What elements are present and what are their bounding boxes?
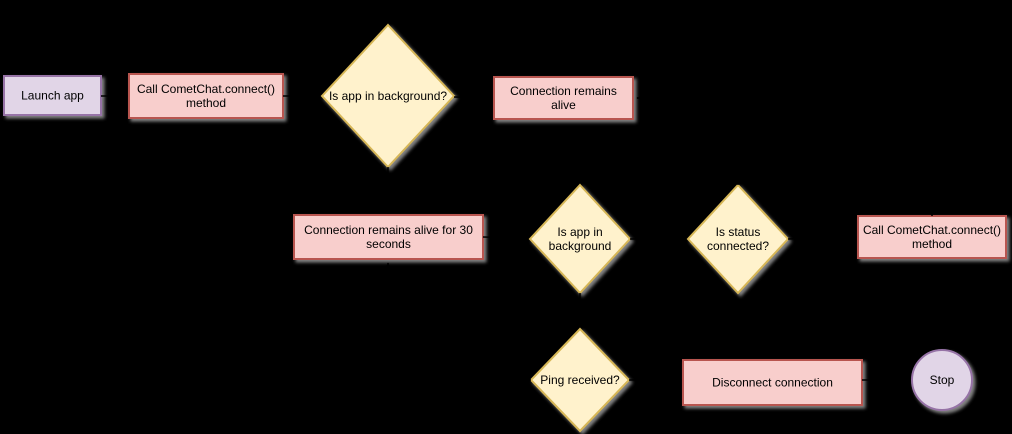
launch-app-shape — [3, 75, 102, 116]
stop-shape — [911, 349, 973, 411]
node-call-connect-2: Call CometChat.connect()method — [857, 215, 1007, 259]
node-is-bg-1: Is app in background? — [320, 23, 456, 169]
edge-label-ping-to-disconnect: No — [638, 367, 652, 379]
node-launch-app: Launch app — [3, 75, 102, 116]
edge-label-is-bg-2-to-is-status: No — [641, 226, 655, 238]
call-connect-1-shape — [128, 73, 284, 119]
disconnect-shape — [682, 359, 863, 406]
edge-is-bg-1-to-alive — [453, 92, 493, 103]
edge-label-is-bg-2-to-ping: Yes — [576, 303, 594, 315]
launch-app-label: Launch app — [21, 89, 84, 103]
edge-alive-30-to-is-bg-2 — [482, 232, 529, 243]
edge-label-ping-to-alive-30: Yes — [441, 367, 459, 379]
edge-call-connect-2-to-alive — [636, 93, 933, 216]
node-disconnect: Disconnect connection — [682, 359, 863, 406]
ping-label: Ping received? — [540, 373, 620, 387]
edge-label-is-bg-1-to-alive-30: Yes — [382, 172, 400, 184]
stop-label: Stop — [930, 373, 955, 387]
edge-is-status-to-alive — [636, 93, 739, 185]
ping-shape — [529, 327, 631, 433]
alive-30-shape — [293, 214, 484, 260]
alive-shape — [493, 76, 634, 120]
call-connect-2-shape — [857, 215, 1007, 259]
call-connect-1-label: Call CometChat.connect()method — [137, 82, 275, 110]
disconnect-label: Disconnect connection — [712, 376, 833, 390]
node-stop: Stop — [911, 349, 973, 411]
edge-ping-to-alive-30 — [383, 262, 531, 381]
is-bg-1-label: Is app in background? — [329, 89, 447, 103]
edge-label-is-status-to-alive: Yes — [735, 141, 753, 153]
call-connect-2-label: Call CometChat.connect()method — [863, 223, 1001, 251]
edge-label-is-status-to-call-connect-2: No — [801, 226, 815, 238]
edge-is-status-to-call-connect-2 — [787, 232, 857, 243]
node-call-connect-1: Call CometChat.connect()method — [128, 73, 284, 119]
node-ping: Ping received? — [529, 327, 631, 433]
is-status-shape — [686, 183, 790, 295]
edge-label-is-bg-1-to-alive: No — [461, 92, 475, 104]
